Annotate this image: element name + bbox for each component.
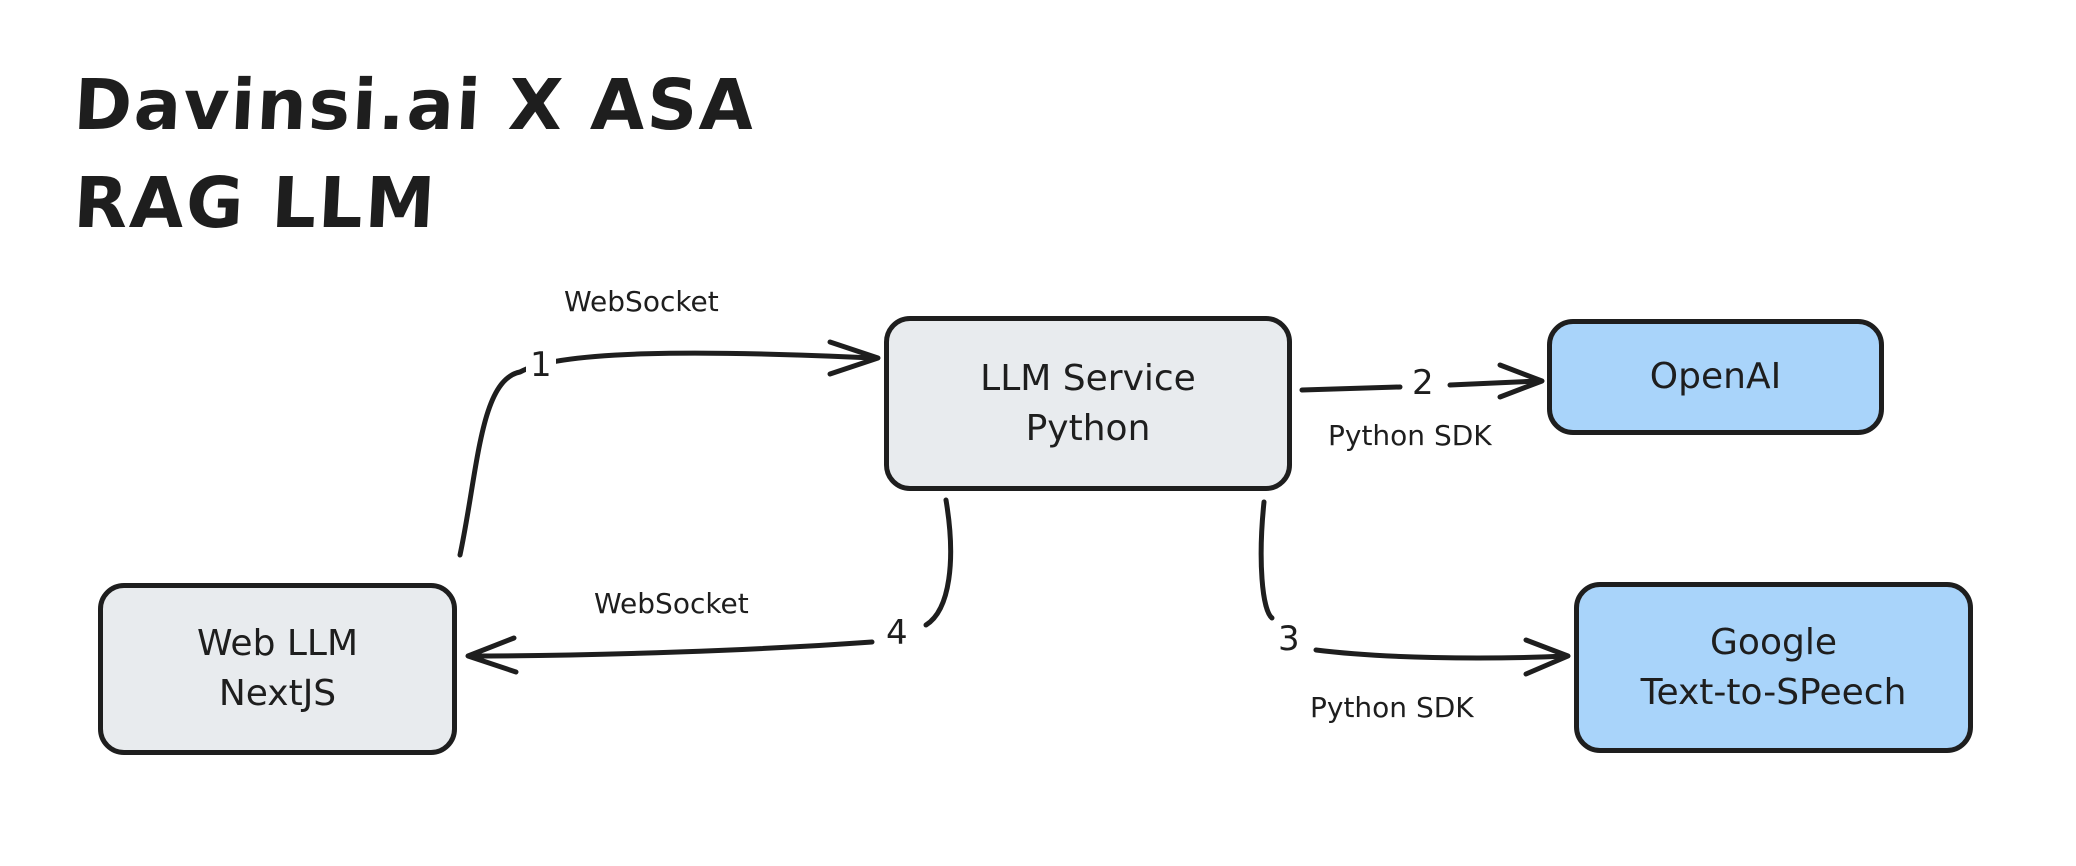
edge-3-line (1258, 499, 1569, 661)
diagram-title-line-1: Davinsi.ai X ASA (71, 64, 758, 146)
node-web-llm-line1: Web LLM (196, 623, 359, 664)
node-llm-service-line1: LLM Service (980, 357, 1196, 399)
edge-3-arrowhead (1523, 637, 1571, 677)
diagram-title-line-2: RAG LLM (71, 162, 439, 244)
edge-3-step: 3 (1274, 622, 1304, 656)
edge-1-line (457, 350, 877, 558)
edge-1-step: 1 (526, 348, 556, 382)
node-google-tts-line2: Text-to-SPeech (1640, 671, 1907, 713)
edge-4-arrowhead (465, 635, 519, 675)
node-google-tts-line1: Google (1710, 621, 1837, 663)
edge-1-label: WebSocket (564, 285, 719, 318)
edge-4-step: 4 (882, 616, 912, 650)
node-openai[interactable]: OpenAI (1547, 319, 1884, 435)
edge-3-label: Python SDK (1310, 691, 1474, 724)
node-web-llm-line2: NextJS (218, 673, 337, 714)
edge-2-step: 2 (1408, 366, 1438, 400)
node-llm-service-line2: Python (1025, 407, 1151, 449)
edge-1-arrowhead (827, 339, 881, 377)
edge-4-label: WebSocket (594, 587, 749, 620)
edge-4-line (467, 497, 954, 659)
node-openai-line1: OpenAI (1649, 356, 1782, 397)
node-web-llm[interactable]: Web LLM NextJS (98, 583, 457, 755)
edge-2-line (1299, 378, 1541, 393)
edge-2-arrowhead (1497, 362, 1545, 400)
node-google-tts[interactable]: Google Text-to-SPeech (1574, 582, 1973, 753)
edge-2-label: Python SDK (1328, 419, 1492, 452)
node-llm-service[interactable]: LLM Service Python (884, 316, 1292, 491)
